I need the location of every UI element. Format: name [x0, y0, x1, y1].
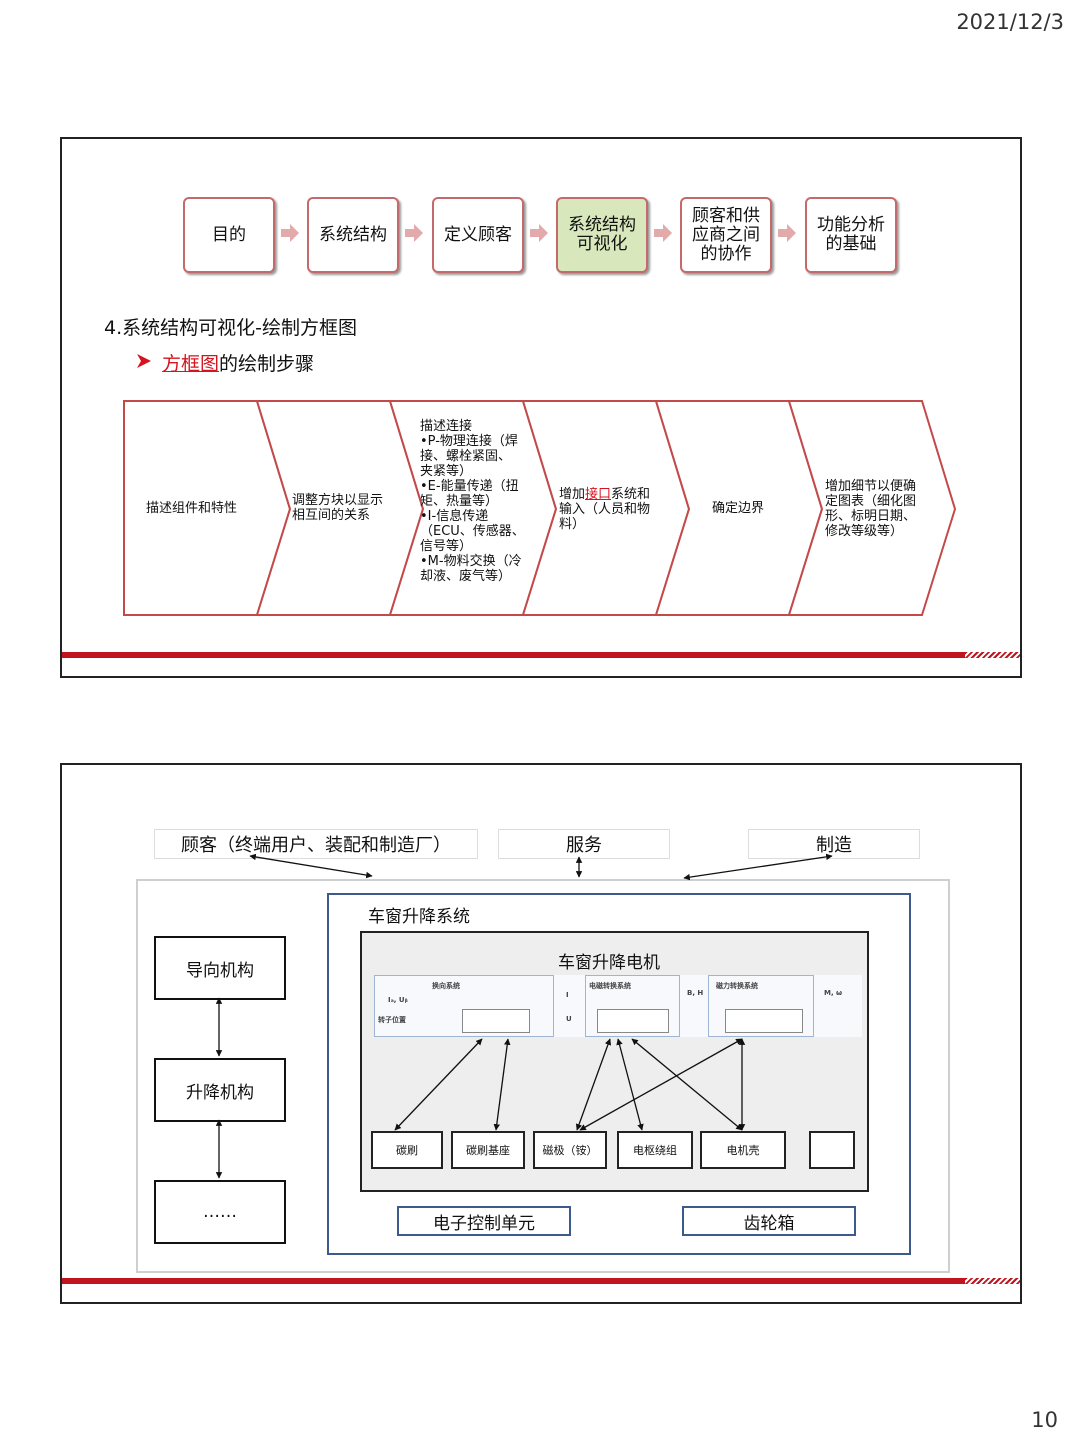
- rotor-position-label: 转子位置: [378, 1016, 406, 1024]
- footer-red-bar: [62, 652, 965, 658]
- arrow-right-icon: [530, 224, 548, 242]
- gearbox-box: 齿轮箱: [682, 1206, 856, 1236]
- footer-hatch: [965, 1278, 1020, 1284]
- chevron-6: [787, 400, 957, 616]
- chevron-2-text: 调整方块以显示 相互间的关系: [292, 493, 384, 523]
- guide-mechanism-box: 导向机构: [154, 936, 286, 1000]
- process-step-function-analysis: 功能分析 的基础: [805, 197, 897, 273]
- force-conversion-label: 磁力转换系统: [716, 982, 758, 990]
- chevron-3-text: 描述连接 •P-物理连接（焊 接、螺栓紧固、 夹紧等） •E-能量传递（扭 矩、…: [420, 419, 525, 584]
- process-step-system-structure: 系统结构: [307, 197, 399, 273]
- arrow-right-icon: [281, 224, 299, 242]
- chevron-6-text: 增加细节以便确 定图表（细化图 形、标明日期、 修改等级等）: [825, 479, 917, 539]
- force-graph: [725, 1009, 803, 1033]
- footer-hatch: [965, 652, 1020, 658]
- ia-ub-label: Iₐ, Uᵦ: [388, 996, 408, 1004]
- mw-label: M, ω: [824, 989, 843, 997]
- subheading: 方框图的绘制步骤: [162, 349, 314, 376]
- chevron-4-post: 系统和 输入（人员和物 料）: [559, 487, 651, 532]
- process-step-collaboration: 顾客和供 应商之间 的协作: [680, 197, 772, 273]
- component-magnet-pole: 磁极（铵）: [533, 1131, 607, 1169]
- em-conversion-block: [585, 975, 680, 1037]
- process-step-purpose: 目的: [183, 197, 275, 273]
- system-title: 车窗升降系统: [368, 907, 470, 927]
- u-label: U: [566, 1015, 572, 1023]
- commutation-label: 换向系统: [432, 982, 460, 990]
- component-motor-housing: 电机壳: [700, 1131, 786, 1169]
- arrow-right-icon: [405, 224, 423, 242]
- window-lift-system-frame: [327, 893, 911, 1255]
- process-step-define-customer: 定义顾客: [432, 197, 524, 273]
- label-customer: 顾客（终端用户、装配和制造厂）: [154, 829, 478, 859]
- component-brush-holder: 碳刷基座: [451, 1131, 525, 1169]
- chevron-1-text: 描述组件和特性: [146, 501, 238, 516]
- section-heading: 4.系统结构可视化-绘制方框图: [104, 317, 357, 339]
- motor-title: 车窗升降电机: [558, 953, 660, 973]
- component-empty: [809, 1131, 855, 1169]
- chevron-5-text: 确定边界: [712, 501, 765, 516]
- label-manufacturing: 制造: [748, 829, 920, 859]
- chevron-flow: [123, 400, 957, 616]
- process-step-visualization: 系统结构 可视化: [556, 197, 648, 273]
- ecu-box: 电子控制单元: [397, 1206, 571, 1236]
- outer-system-frame: [136, 879, 950, 1273]
- other-mechanism-box: ……: [154, 1180, 286, 1244]
- page-number: 10: [1031, 1408, 1058, 1432]
- em-graph: [597, 1009, 669, 1033]
- em-conversion-label: 电磁转换系统: [589, 982, 631, 990]
- bullet-arrow-icon: [137, 354, 151, 368]
- i-label: I: [566, 991, 569, 999]
- bh-label: B, H: [687, 989, 704, 997]
- arrow-right-icon: [654, 224, 672, 242]
- component-armature-winding: 电枢绕组: [617, 1131, 693, 1169]
- subheading-text: 的绘制步骤: [219, 353, 315, 375]
- page-date: 2021/12/3: [956, 10, 1064, 34]
- slide-2: 顾客（终端用户、装配和制造厂） 服务 制造 车窗升降系统 导向机构 升降机构 ……: [60, 763, 1022, 1304]
- chevron-4-text: 增加接口系统和 输入（人员和物 料）: [559, 487, 650, 532]
- component-brush: 碳刷: [371, 1131, 443, 1169]
- interface-link[interactable]: 接口: [585, 487, 612, 502]
- commutation-block: [374, 975, 554, 1037]
- block-diagram-link[interactable]: 方框图: [162, 353, 220, 375]
- lift-mechanism-box: 升降机构: [154, 1058, 286, 1122]
- commutation-graph: [462, 1009, 530, 1033]
- footer-red-bar: [62, 1278, 965, 1284]
- arrow-right-icon: [778, 224, 796, 242]
- label-service: 服务: [498, 829, 670, 859]
- force-conversion-block: [708, 975, 814, 1037]
- slide-1: 目的 系统结构 定义顾客 系统结构 可视化 顾客和供 应商之间 的协作 功能分析…: [60, 137, 1022, 678]
- chevron-4-pre: 增加: [559, 487, 586, 502]
